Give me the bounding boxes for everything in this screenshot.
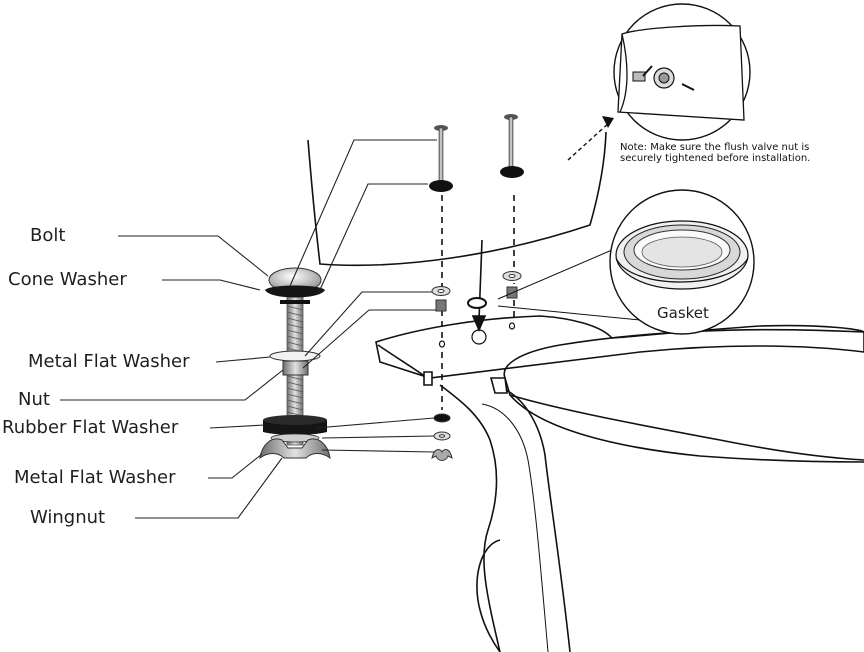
label-bolt: Bolt — [30, 226, 65, 246]
leader-lines — [60, 140, 437, 518]
gasket-inset — [498, 190, 754, 334]
cone-washer-part — [265, 286, 325, 298]
note-line-2: securely tightened before installation. — [620, 153, 810, 164]
label-gasket: Gasket — [657, 304, 709, 322]
label-wingnut: Wingnut — [30, 508, 105, 528]
note-line-1: Note: Make sure the flush valve nut is — [620, 142, 810, 153]
label-cone-washer: Cone Washer — [8, 270, 127, 290]
nut-part — [283, 361, 308, 375]
under-bowl-hardware — [432, 414, 452, 461]
label-metal-flat-washer-bottom: Metal Flat Washer — [14, 468, 176, 488]
installation-note: Note: Make sure the flush valve nut is s… — [620, 142, 810, 164]
toilet-bowl — [376, 316, 864, 652]
label-rubber-flat-washer: Rubber Flat Washer — [2, 418, 178, 438]
flush-valve-inset — [568, 4, 750, 160]
label-metal-flat-washer-top: Metal Flat Washer — [28, 352, 190, 372]
tank-bolt-right — [504, 114, 518, 175]
tank-bolt-left — [434, 125, 448, 184]
bolt-assembly — [260, 268, 330, 458]
label-nut: Nut — [18, 390, 50, 410]
under-tank-hardware — [432, 272, 521, 312]
toilet-tank — [308, 132, 606, 265]
